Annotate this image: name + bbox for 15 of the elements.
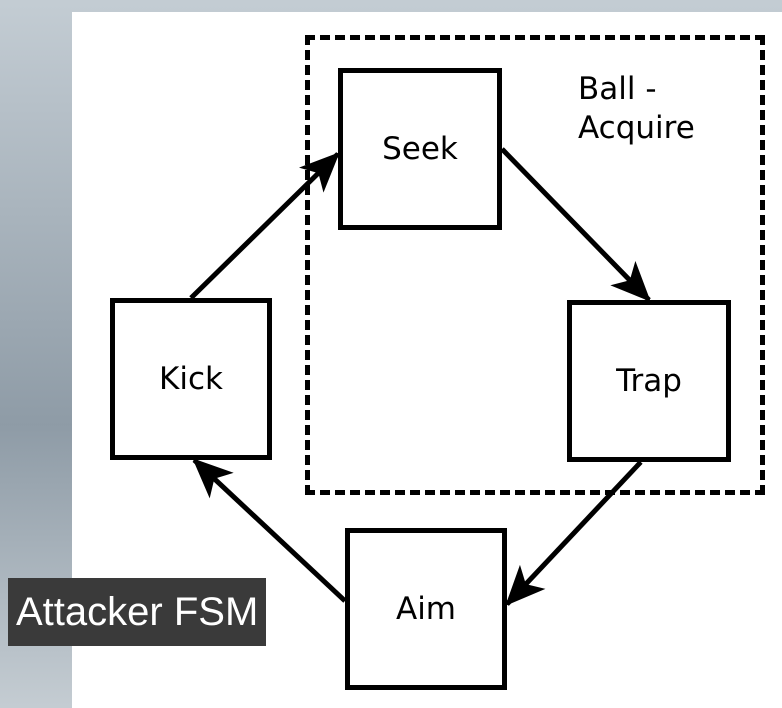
arrow [192,458,347,603]
state-label: Trap [616,362,682,400]
state-box [345,528,507,690]
state-box [110,298,272,460]
state-label: Kick [159,360,223,398]
arrow [500,147,651,302]
state-label: Aim [396,590,456,628]
arrow [505,460,643,606]
title-label: Attacker FSM [8,578,266,646]
state-box [338,68,502,230]
group-box [305,35,765,495]
arrow [189,152,340,300]
group-label: Ball - Acquire [578,70,696,148]
state-label: Seek [382,130,458,168]
state-box [567,300,731,462]
